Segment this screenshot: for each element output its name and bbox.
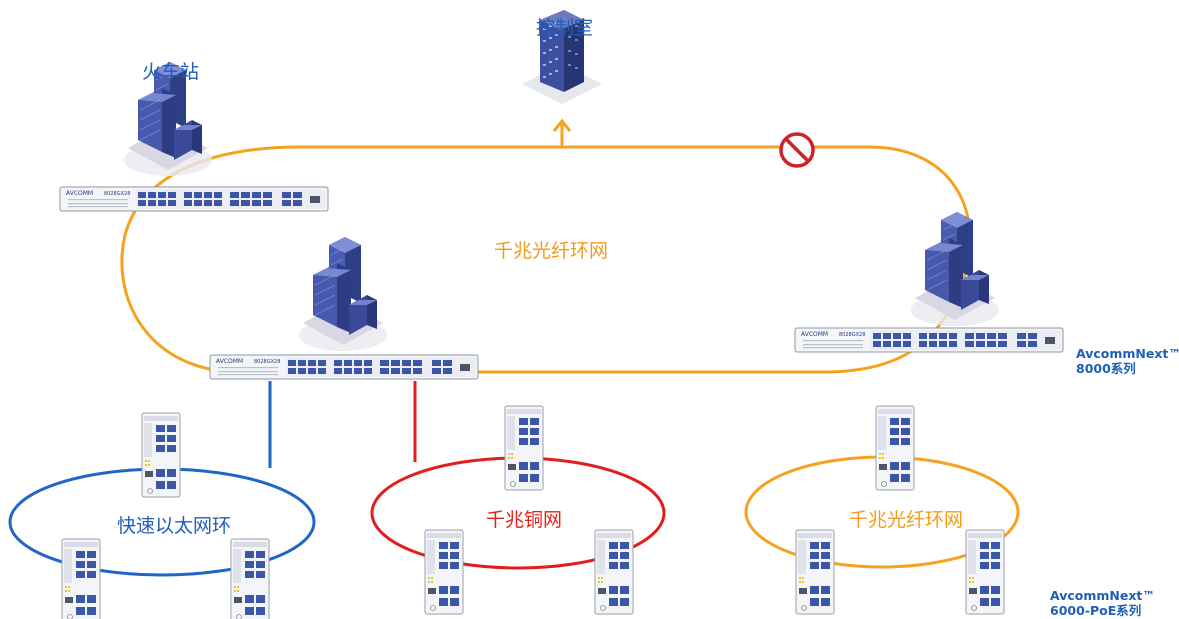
switch-brand: AVCOMM [66, 190, 93, 197]
switch-6000 [965, 529, 1005, 615]
switch-6000 [795, 529, 835, 615]
svg-text:8028GX28: 8028GX28 [104, 191, 130, 197]
series-6000-name: AvcommNext™ [1050, 588, 1155, 603]
blocked-link-icon [779, 132, 815, 168]
series-6000-suffix: 6000-PoE系列 [1050, 603, 1142, 618]
switch-6000 [424, 529, 464, 615]
svg-text:AVCOMM: AVCOMM [801, 331, 828, 338]
svg-text:AVCOMM: AVCOMM [216, 358, 243, 365]
building-icon [910, 211, 1000, 327]
series-8000-label: AvcommNext™ 8000系列 [1076, 346, 1179, 376]
building-icon [298, 236, 388, 352]
copper-ring-label: 千兆铜网 [486, 509, 563, 531]
switch-8000-center: AVCOMM 8028GX28 [209, 354, 479, 380]
switch-6000 [504, 405, 544, 491]
switch-6000 [61, 538, 101, 619]
train-station-label: 火车站 [142, 61, 200, 83]
switch-6000 [594, 529, 634, 615]
switch-6000 [875, 405, 915, 491]
svg-text:8028GX28: 8028GX28 [839, 332, 865, 338]
switch-6000 [230, 538, 270, 619]
switch-8000-right: AVCOMM 8028GX28 [794, 327, 1064, 353]
fiber-sub-ring-label: 千兆光纤环网 [849, 509, 964, 531]
svg-text:8028GX28: 8028GX28 [254, 359, 280, 365]
uplink-arrow-icon [552, 118, 572, 147]
series-8000-suffix: 8000系列 [1076, 361, 1136, 376]
fast-ethernet-ring-label: 快速以太网环 [117, 515, 232, 537]
switch-6000 [141, 412, 181, 498]
series-8000-name: AvcommNext™ [1076, 346, 1179, 361]
series-6000-label: AvcommNext™ 6000-PoE系列 [1050, 588, 1155, 618]
main-ring-label: 千兆光纤环网 [494, 240, 609, 262]
control-room-label: 控制室 [536, 17, 594, 39]
switch-8000-station: AVCOMM 8028GX28 [59, 186, 329, 212]
